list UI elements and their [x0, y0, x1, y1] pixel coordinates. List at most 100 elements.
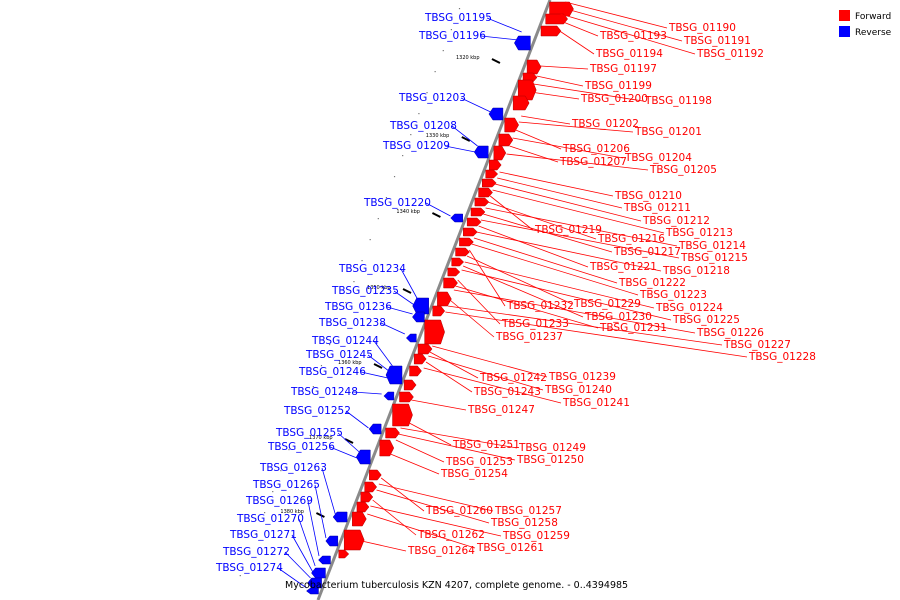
gene-label-tbsg-01232[interactable]: TBSG_01232 — [506, 300, 574, 312]
gene-label-tbsg-01200[interactable]: TBSG_01200 — [580, 93, 648, 105]
forward-gene-block[interactable] — [369, 469, 382, 481]
forward-gene-block[interactable] — [493, 145, 507, 161]
forward-gene-block[interactable] — [343, 529, 365, 551]
forward-gene-block[interactable] — [360, 491, 374, 503]
reverse-gene-block[interactable] — [332, 511, 348, 523]
forward-gene-block[interactable] — [481, 178, 497, 188]
gene-label-tbsg-01249[interactable]: TBSG_01249 — [518, 442, 586, 454]
gene-label-tbsg-01272[interactable]: TBSG_01272 — [222, 546, 290, 558]
gene-label-tbsg-01234[interactable]: TBSG_01234 — [338, 263, 406, 275]
forward-gene-block[interactable] — [455, 247, 470, 257]
gene-label-tbsg-01196[interactable]: TBSG_01196 — [418, 30, 486, 42]
forward-gene-block[interactable] — [403, 379, 417, 391]
gene-label-tbsg-01202[interactable]: TBSG_01202 — [571, 118, 639, 130]
forward-gene-block[interactable] — [504, 117, 519, 133]
reverse-gene-block[interactable] — [311, 567, 326, 579]
gene-label-tbsg-01199[interactable]: TBSG_01199 — [584, 80, 652, 92]
forward-gene-block[interactable] — [443, 277, 458, 289]
gene-label-tbsg-01270[interactable]: TBSG_01270 — [236, 513, 304, 525]
gene-label-tbsg-01209[interactable]: TBSG_01209 — [382, 140, 450, 152]
gene-label-tbsg-01251[interactable]: TBSG_01251 — [452, 439, 520, 451]
forward-gene-block[interactable] — [392, 403, 413, 427]
gene-label-tbsg-01224[interactable]: TBSG_01224 — [655, 302, 723, 314]
gene-label-tbsg-01269[interactable]: TBSG_01269 — [245, 495, 313, 507]
gene-label-tbsg-01215[interactable]: TBSG_01215 — [680, 252, 748, 264]
gene-label-tbsg-01246[interactable]: TBSG_01246 — [298, 366, 366, 378]
gene-label-tbsg-01204[interactable]: TBSG_01204 — [624, 152, 692, 164]
reverse-gene-block[interactable] — [356, 449, 371, 465]
reverse-gene-block[interactable] — [405, 333, 417, 343]
forward-gene-block[interactable] — [437, 291, 452, 307]
gene-label-tbsg-01219[interactable]: TBSG_01219 — [534, 224, 602, 236]
forward-gene-block[interactable] — [385, 427, 400, 439]
gene-label-tbsg-01210[interactable]: TBSG_01210 — [614, 190, 682, 202]
forward-gene-block[interactable] — [474, 197, 490, 207]
gene-label-tbsg-01245[interactable]: TBSG_01245 — [305, 349, 373, 361]
gene-label-tbsg-01221[interactable]: TBSG_01221 — [589, 261, 657, 273]
gene-label-tbsg-01274[interactable]: TBSG_01274 — [215, 562, 283, 574]
gene-label-tbsg-01203[interactable]: TBSG_01203 — [398, 92, 466, 104]
forward-gene-block[interactable] — [399, 391, 414, 403]
reverse-gene-block[interactable] — [450, 213, 463, 223]
reverse-gene-block[interactable] — [514, 35, 531, 51]
gene-label-tbsg-01228[interactable]: TBSG_01228 — [748, 351, 816, 363]
gene-label-tbsg-01206[interactable]: TBSG_01206 — [562, 143, 630, 155]
reverse-gene-block[interactable] — [325, 535, 339, 547]
reverse-gene-block[interactable] — [307, 577, 322, 589]
gene-label-tbsg-01208[interactable]: TBSG_01208 — [389, 120, 457, 132]
gene-label-tbsg-01247[interactable]: TBSG_01247 — [467, 404, 535, 416]
forward-gene-block[interactable] — [379, 439, 395, 457]
gene-label-tbsg-01226[interactable]: TBSG_01226 — [696, 327, 764, 339]
gene-label-tbsg-01248[interactable]: TBSG_01248 — [290, 386, 358, 398]
reverse-gene-block[interactable] — [368, 423, 382, 435]
gene-label-tbsg-01236[interactable]: TBSG_01236 — [324, 301, 392, 313]
gene-label-tbsg-01205[interactable]: TBSG_01205 — [649, 164, 717, 176]
forward-gene-block[interactable] — [364, 481, 378, 493]
gene-label-tbsg-01214[interactable]: TBSG_01214 — [678, 240, 746, 252]
gene-label-tbsg-01222[interactable]: TBSG_01222 — [618, 277, 686, 289]
forward-gene-block[interactable] — [459, 237, 474, 247]
gene-label-tbsg-01244[interactable]: TBSG_01244 — [311, 335, 379, 347]
forward-gene-block[interactable] — [447, 267, 461, 277]
reverse-gene-block[interactable] — [385, 365, 403, 385]
gene-label-tbsg-01213[interactable]: TBSG_01213 — [665, 227, 733, 239]
gene-label-tbsg-01225[interactable]: TBSG_01225 — [672, 314, 740, 326]
forward-gene-block[interactable] — [512, 95, 530, 111]
forward-gene-block[interactable] — [470, 207, 486, 217]
gene-label-tbsg-01198[interactable]: TBSG_01198 — [644, 95, 712, 107]
gene-label-tbsg-01235[interactable]: TBSG_01235 — [331, 285, 399, 297]
reverse-gene-block[interactable] — [473, 145, 489, 159]
gene-label-tbsg-01218[interactable]: TBSG_01218 — [662, 265, 730, 277]
forward-gene-block[interactable] — [417, 343, 433, 355]
forward-gene-block[interactable] — [451, 257, 465, 267]
gene-label-tbsg-01240[interactable]: TBSG_01240 — [544, 384, 612, 396]
forward-gene-block[interactable] — [485, 169, 499, 179]
gene-label-tbsg-01254[interactable]: TBSG_01254 — [440, 468, 508, 480]
reverse-gene-block[interactable] — [383, 391, 395, 401]
gene-label-tbsg-01192[interactable]: TBSG_01192 — [696, 48, 764, 60]
forward-gene-block[interactable] — [352, 511, 367, 527]
forward-gene-block[interactable] — [356, 501, 370, 513]
gene-label-tbsg-01255[interactable]: TBSG_01255 — [275, 427, 343, 439]
gene-label-tbsg-01227[interactable]: TBSG_01227 — [723, 339, 791, 351]
forward-gene-block[interactable] — [466, 217, 482, 227]
gene-label-tbsg-01197[interactable]: TBSG_01197 — [589, 63, 657, 75]
gene-label-tbsg-01241[interactable]: TBSG_01241 — [562, 397, 630, 409]
gene-label-tbsg-01220[interactable]: TBSG_01220 — [363, 197, 431, 209]
forward-gene-block[interactable] — [432, 305, 446, 317]
gene-label-tbsg-01263[interactable]: TBSG_01263 — [259, 462, 327, 474]
gene-label-tbsg-01253[interactable]: TBSG_01253 — [445, 456, 513, 468]
forward-gene-block[interactable] — [338, 549, 350, 559]
gene-label-tbsg-01191[interactable]: TBSG_01191 — [683, 35, 751, 47]
gene-label-tbsg-01243[interactable]: TBSG_01243 — [473, 386, 541, 398]
gene-label-tbsg-01195[interactable]: TBSG_01195 — [424, 12, 492, 24]
forward-gene-block[interactable] — [488, 159, 502, 171]
gene-label-tbsg-01233[interactable]: TBSG_01233 — [501, 318, 569, 330]
forward-gene-block[interactable] — [478, 187, 493, 198]
gene-label-tbsg-01223[interactable]: TBSG_01223 — [639, 289, 707, 301]
reverse-gene-block[interactable] — [488, 107, 504, 121]
forward-gene-block[interactable] — [463, 227, 478, 237]
gene-label-tbsg-01242[interactable]: TBSG_01242 — [479, 372, 547, 384]
gene-label-tbsg-01271[interactable]: TBSG_01271 — [229, 529, 297, 541]
forward-gene-block[interactable] — [424, 319, 445, 345]
